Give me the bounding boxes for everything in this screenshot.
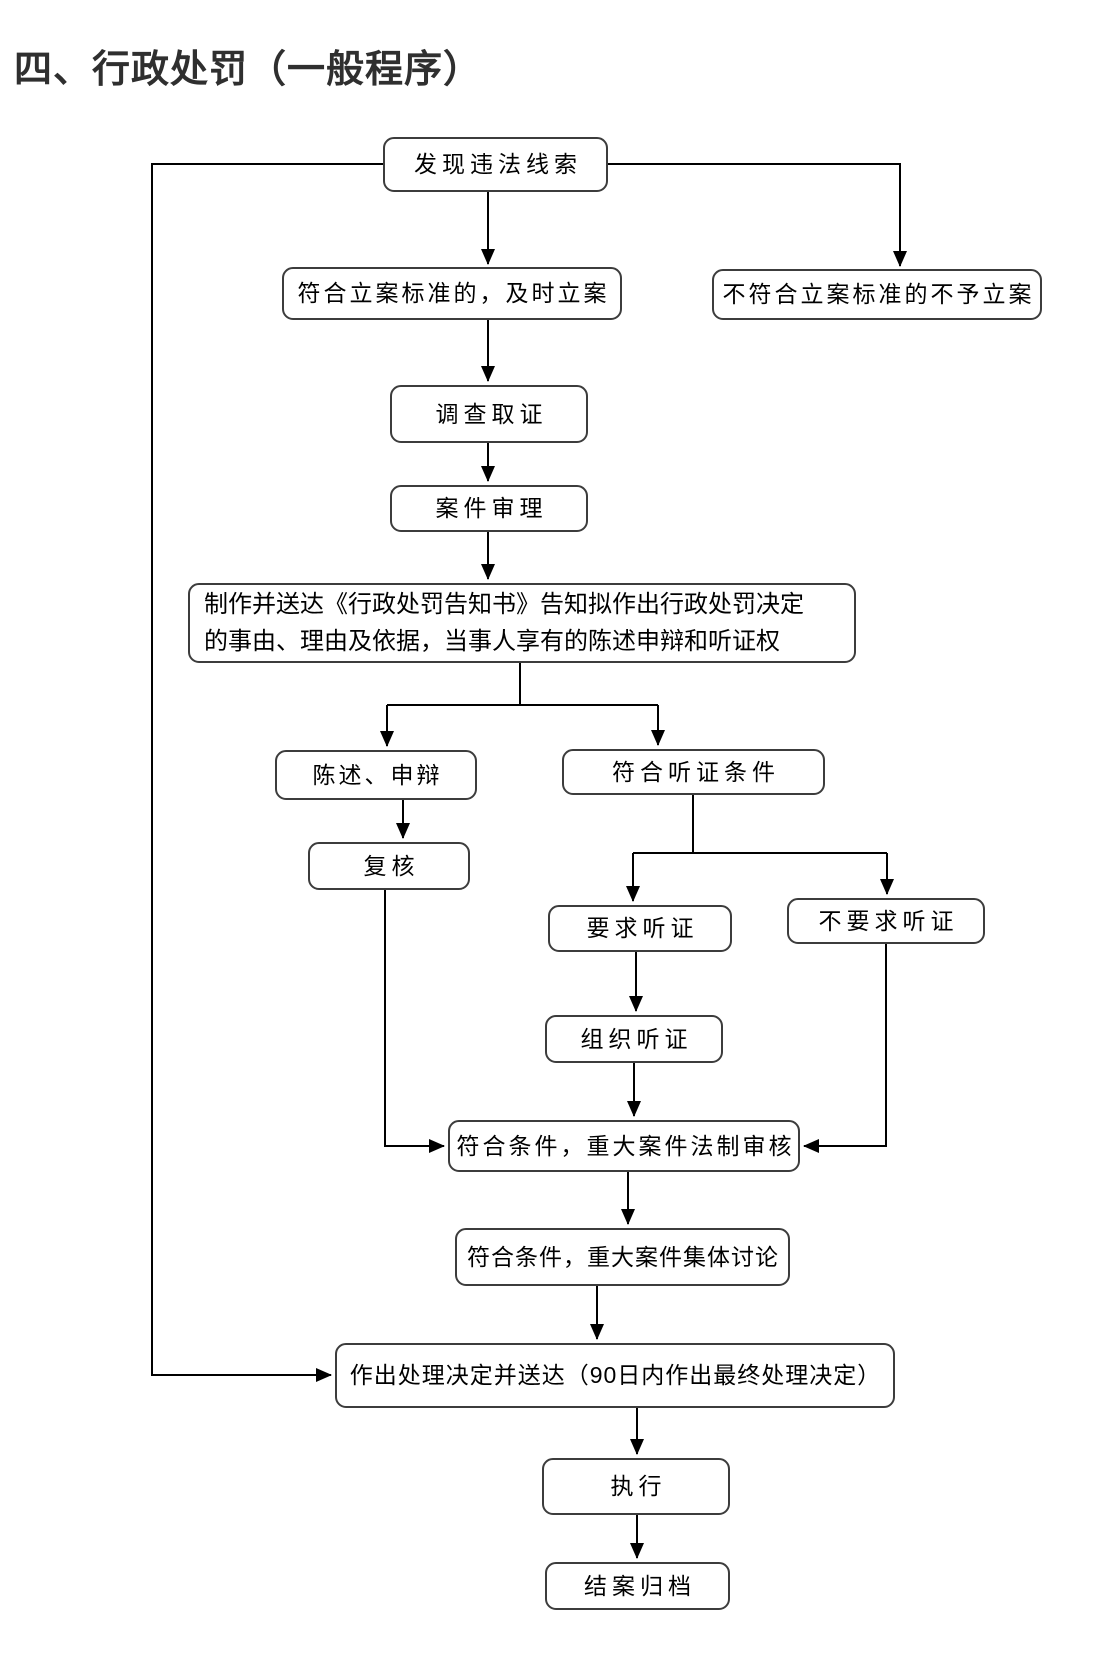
node-label: 复核 <box>363 852 420 879</box>
page-title: 四、行政处罚（一般程序） <box>14 49 483 91</box>
node-label: 要求听证 <box>586 915 699 942</box>
node-label-line1: 制作并送达《行政处罚告知书》告知拟作出行政处罚决定 <box>204 590 804 618</box>
node-label: 符合条件，重大案件法制审核 <box>456 1132 795 1159</box>
node-label: 符合听证条件 <box>612 758 780 785</box>
node-execute: 执行 <box>542 1458 730 1515</box>
node-statement-defense: 陈述、申辩 <box>275 750 477 800</box>
node-discover-clue: 发现违法线索 <box>383 137 608 192</box>
node-investigate-evidence: 调查取证 <box>390 385 588 443</box>
node-label: 符合条件，重大案件集体讨论 <box>467 1243 779 1270</box>
node-organize-hearing: 组织听证 <box>545 1015 723 1063</box>
node-request-hearing: 要求听证 <box>548 905 732 952</box>
node-recheck: 复核 <box>308 842 470 890</box>
node-no-request-hearing: 不要求听证 <box>787 898 985 944</box>
node-label: 不要求听证 <box>818 907 959 934</box>
node-label: 陈述、申辩 <box>312 761 443 788</box>
node-label: 结案归档 <box>584 1572 696 1599</box>
node-hearing-eligible: 符合听证条件 <box>562 749 825 795</box>
node-file-case: 符合立案标准的，及时立案 <box>282 267 622 320</box>
node-label: 符合立案标准的，及时立案 <box>297 280 610 307</box>
node-close-archive: 结案归档 <box>545 1562 730 1610</box>
node-label: 执行 <box>610 1473 667 1500</box>
node-case-review: 案件审理 <box>390 485 588 532</box>
node-no-file-case: 不符合立案标准的不予立案 <box>712 269 1042 320</box>
node-legal-review: 符合条件，重大案件法制审核 <box>448 1120 800 1172</box>
node-label: 调查取证 <box>435 400 548 427</box>
node-label: 案件审理 <box>435 495 548 522</box>
node-collective-discussion: 符合条件，重大案件集体讨论 <box>455 1228 790 1286</box>
node-decision-delivery: 作出处理决定并送达（90日内作出最终处理决定） <box>335 1343 895 1408</box>
node-label: 发现违法线索 <box>414 151 582 178</box>
node-penalty-notice: 制作并送达《行政处罚告知书》告知拟作出行政处罚决定 的事由、理由及依据，当事人享… <box>188 583 856 663</box>
node-label: 作出处理决定并送达（90日内作出最终处理决定） <box>349 1362 882 1389</box>
node-label-line2: 的事由、理由及依据，当事人享有的陈述申辩和听证权 <box>204 628 780 655</box>
node-label: 组织听证 <box>580 1025 693 1052</box>
node-label: 不符合立案标准的不予立案 <box>722 281 1035 308</box>
